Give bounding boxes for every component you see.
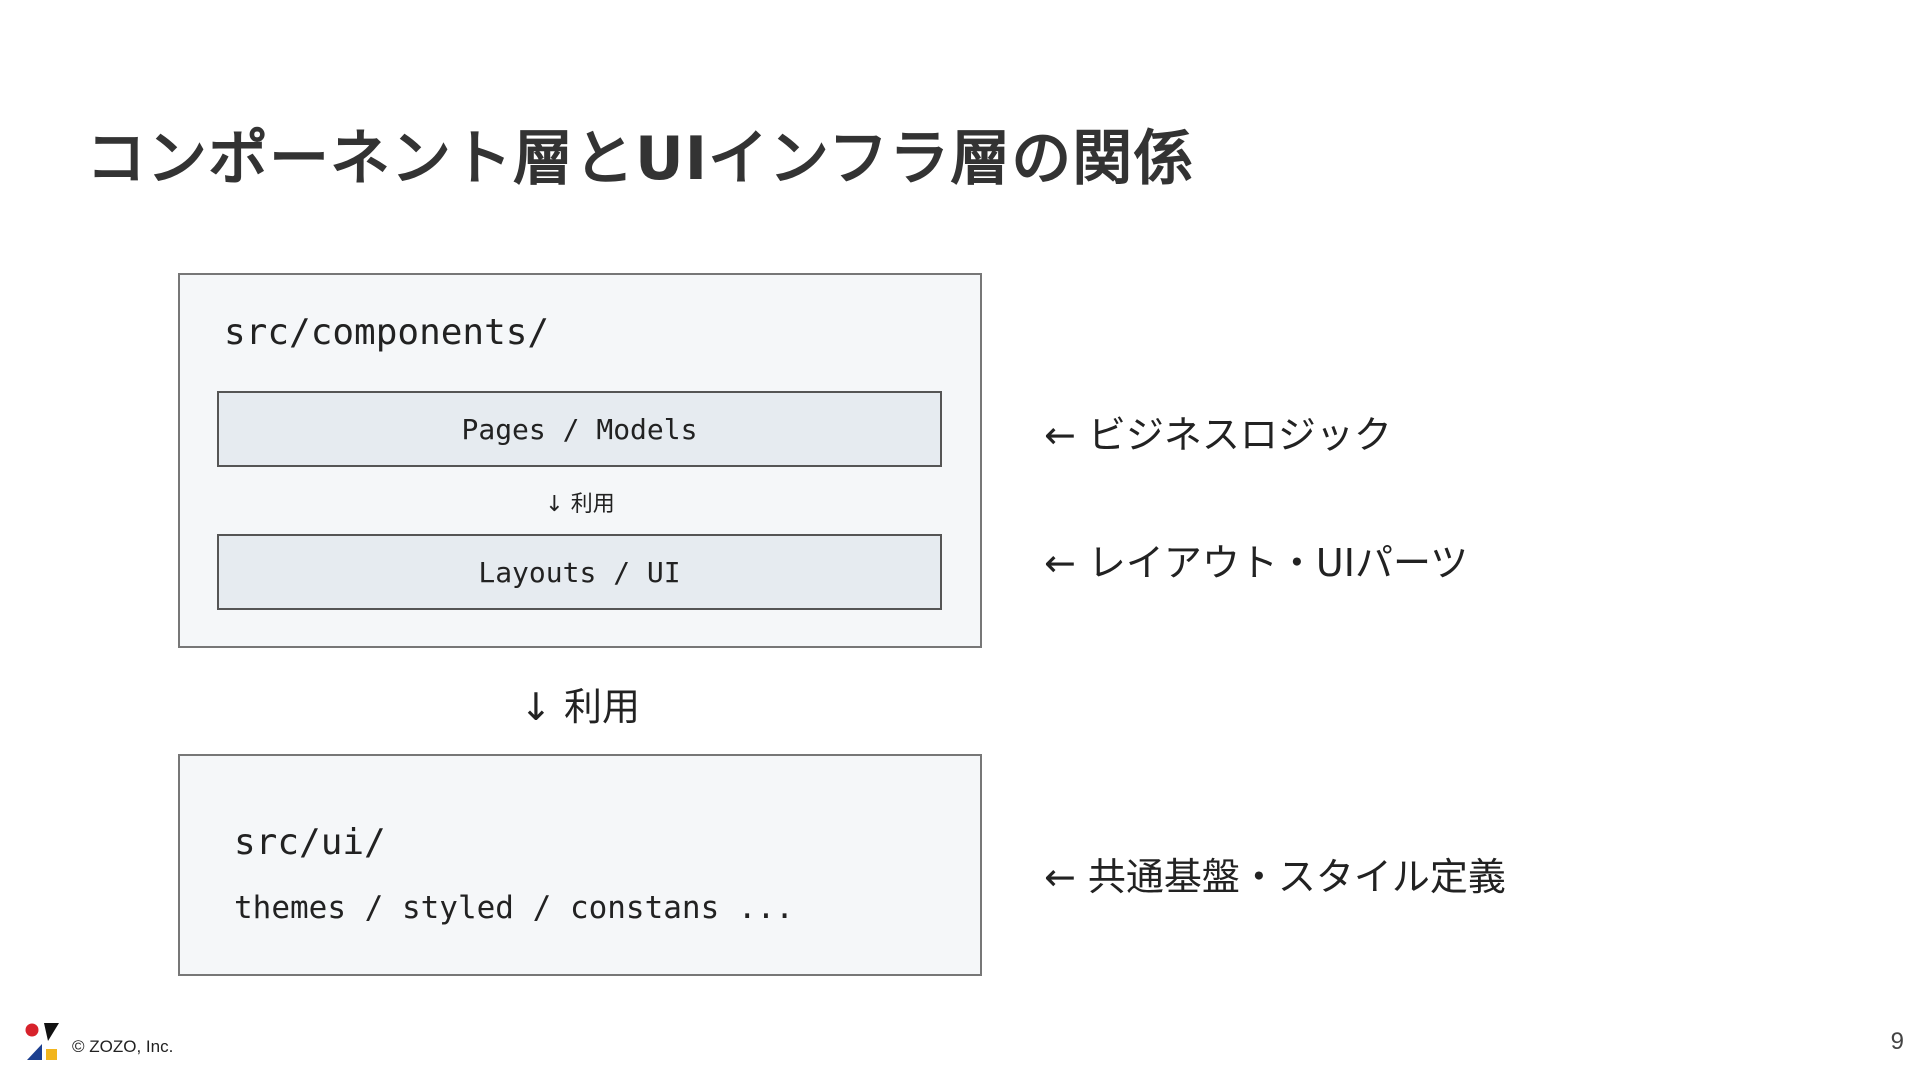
zozo-logo-icon bbox=[25, 1023, 59, 1060]
pages-models-box: Pages / Models bbox=[217, 391, 942, 467]
inner-usage-arrow: ↓ 利用 bbox=[545, 492, 615, 517]
slide-title: コンポーネント層とUIインフラ層の関係 bbox=[86, 124, 1195, 194]
layouts-ui-label: Layouts / UI bbox=[478, 555, 681, 589]
business-logic-note: ← ビジネスロジック bbox=[1044, 413, 1392, 457]
ui-contents-label: themes / styled / constans ... bbox=[234, 890, 794, 926]
page-number: 9 bbox=[1890, 1028, 1904, 1055]
layout-ui-parts-note: ← レイアウト・UIパーツ bbox=[1044, 541, 1469, 585]
copyright-text: © ZOZO, Inc. bbox=[72, 1037, 174, 1056]
layouts-ui-box: Layouts / UI bbox=[217, 534, 942, 610]
pages-models-label: Pages / Models bbox=[461, 412, 698, 446]
ui-layer-box bbox=[178, 754, 982, 976]
layer-usage-arrow: ↓ 利用 bbox=[520, 685, 640, 729]
components-path-label: src/components/ bbox=[224, 312, 550, 353]
ui-path-label: src/ui/ bbox=[234, 822, 386, 863]
common-base-note: ← 共通基盤・スタイル定義 bbox=[1044, 855, 1506, 899]
